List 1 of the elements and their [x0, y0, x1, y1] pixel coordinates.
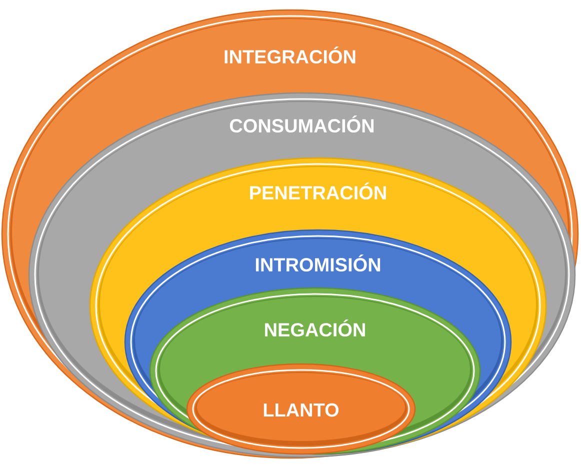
ellipse-band: LLANTO: [186, 363, 416, 455]
